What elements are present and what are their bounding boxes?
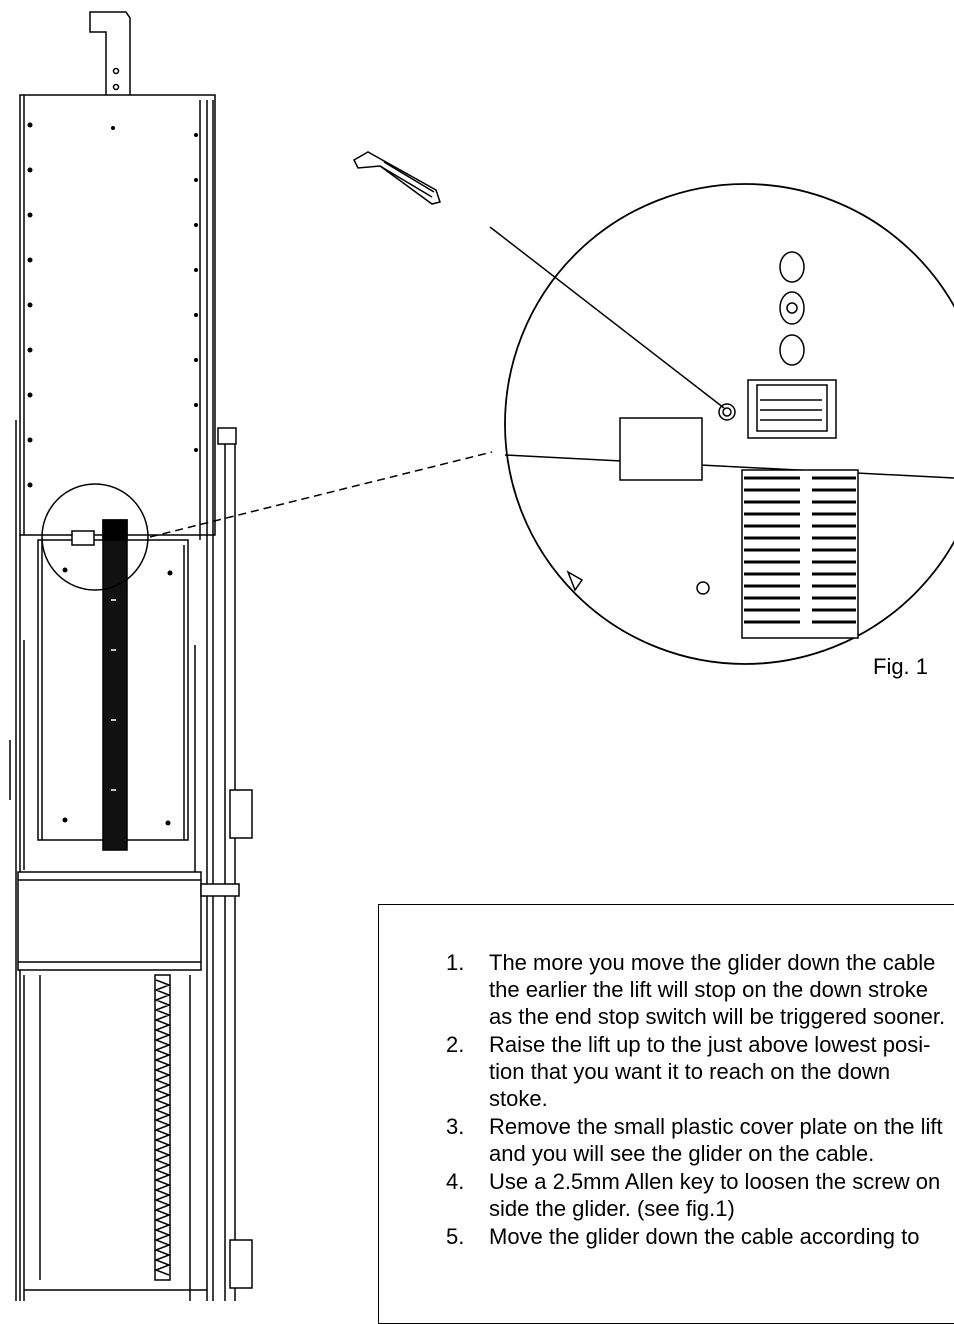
instruction-step: 2. Raise the lift up to the just above l… (446, 1031, 954, 1112)
step-text-line: and you will see the glider on the cable… (489, 1141, 875, 1166)
top-mounting-bracket (89, 11, 131, 101)
instruction-step: 3. Remove the small plastic cover plate … (446, 1113, 954, 1167)
step-number: 1. (446, 950, 465, 975)
step-text-line: as the end stop switch will be triggered… (489, 1004, 946, 1029)
step-text-line: The more you move the glider down the ca… (489, 950, 936, 975)
allen-key-illustration (353, 151, 441, 205)
step-number: 5. (446, 1224, 465, 1249)
step-text-line: Raise the lift up to the just above lowe… (489, 1032, 931, 1057)
mounting-holes (27, 122, 198, 488)
figure-label: Fig. 1 (873, 654, 929, 679)
step-text-line: Remove the small plastic cover plate on … (489, 1114, 943, 1139)
step-number: 2. (446, 1032, 465, 1057)
step-number: 3. (446, 1114, 465, 1139)
instructions-list: 1. The more you move the glider down the… (446, 949, 954, 1251)
instruction-step: 4. Use a 2.5mm Allen key to loosen the s… (446, 1168, 954, 1222)
enlarged-detail-view (489, 183, 954, 665)
instruction-step: 5. Move the glider down the cable accord… (446, 1223, 954, 1250)
detail-callout-small (41, 483, 149, 591)
instructions-box: 1. The more you move the glider down the… (378, 904, 954, 1324)
step-text-line: Move the glider down the cable according… (489, 1224, 920, 1249)
instruction-step: 1. The more you move the glider down the… (446, 949, 954, 1030)
lift-carriage (17, 789, 253, 1301)
step-text-line: Use a 2.5mm Allen key to loosen the scre… (489, 1169, 941, 1194)
detail-leader-line (149, 451, 493, 538)
lift-outer-column (9, 94, 237, 1301)
step-text-line: tion that you want it to reach on the do… (489, 1059, 891, 1084)
step-text-line: the earlier the lift will stop on the do… (489, 977, 929, 1002)
step-number: 4. (446, 1169, 465, 1194)
cable-rack (102, 519, 172, 1281)
step-text-line: side the glider. (see fig.1) (489, 1196, 735, 1221)
step-text-line: stoke. (489, 1086, 548, 1111)
